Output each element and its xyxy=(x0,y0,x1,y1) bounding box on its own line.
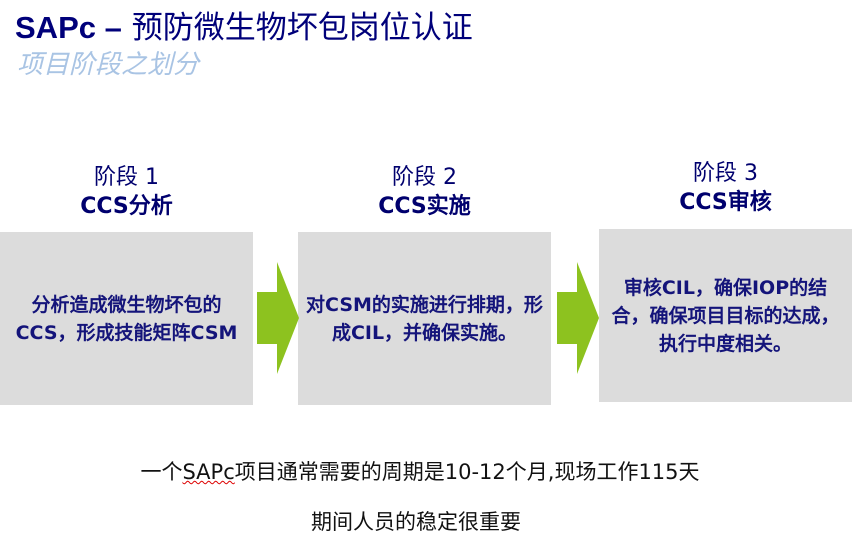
stage-name: CCS审核 xyxy=(679,190,772,215)
arrow-right-icon xyxy=(257,262,299,374)
stage-number: 阶段 2 xyxy=(392,165,457,190)
stage-number: 阶段 3 xyxy=(693,161,758,186)
stage-3-heading: 阶段 3 CCS审核 xyxy=(599,160,852,218)
stage-3-box: 审核CIL，确保IOP的结合，确保项目目标的达成，执行中度相关。 xyxy=(599,229,852,402)
stage-name: CCS实施 xyxy=(378,194,471,219)
stage-2-heading: 阶段 2 CCS实施 xyxy=(298,164,551,222)
stage-1-box: 分析造成微生物坏包的CCS，形成技能矩阵CSM xyxy=(0,232,253,405)
stability-note: 期间人员的稳定很重要 xyxy=(311,510,521,534)
stage-number: 阶段 1 xyxy=(94,165,159,190)
stage-2-box: 对CSM的实施进行排期，形成CIL，并确保实施。 xyxy=(298,232,551,405)
stage-name: CCS分析 xyxy=(80,194,173,219)
slide-subtitle: 项目阶段之划分 xyxy=(17,50,200,80)
stage-1-heading: 阶段 1 CCS分析 xyxy=(0,164,253,222)
duration-note: 一个SAPc项目通常需要的周期是10-12个月,现场工作115天 xyxy=(140,460,700,484)
arrow-right-icon xyxy=(557,262,599,374)
slide-title: SAPc – 预防微生物坏包岗位认证 xyxy=(15,10,473,46)
